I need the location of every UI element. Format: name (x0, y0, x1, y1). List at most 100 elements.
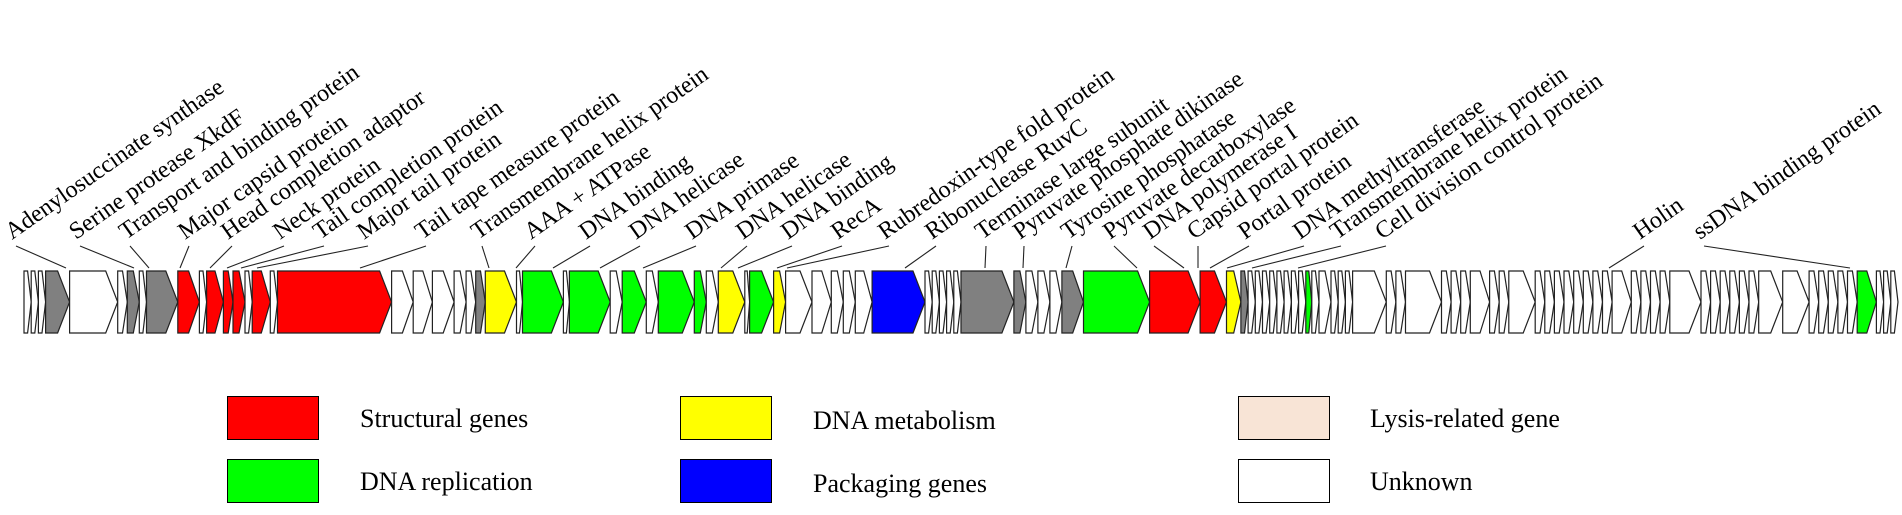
gene-arrow-unknown (1563, 270, 1575, 334)
gene-arrow-structural (232, 270, 246, 334)
gene-arrow-gray (145, 270, 179, 334)
gene-arrow-unknown (945, 270, 955, 334)
gene-arrow-unknown (465, 270, 477, 334)
gene-label-leader-line (79, 245, 135, 269)
gene-label-leader-line (240, 245, 325, 269)
gene-arrow-gray (1013, 270, 1027, 334)
gene-label-leader-line (552, 245, 591, 269)
gene-arrow-unknown (1782, 270, 1810, 334)
gene-arrow-unknown (1837, 270, 1849, 334)
gene-arrow-gray (475, 270, 486, 334)
gene-label-leader-line (1065, 245, 1073, 269)
gene-arrow-dna-replication (1856, 270, 1878, 334)
gene-arrow-unknown (1385, 270, 1397, 334)
gene-arrow-unknown (68, 270, 119, 334)
gene-arrow-unknown (1592, 270, 1604, 334)
gene-arrow-structural (177, 270, 201, 334)
gene-label: ssDNA binding protein (1689, 96, 1886, 245)
gene-arrow-unknown (784, 270, 813, 334)
gene-arrow-structural (206, 270, 225, 334)
gene-arrow-unknown (1630, 270, 1642, 334)
gene-arrow-unknown (830, 270, 844, 334)
gene-label-leader-line (481, 245, 490, 269)
gene-arrow-unknown (1758, 270, 1784, 334)
gene-arrow-unknown (515, 270, 524, 334)
gene-arrow-dna-replication (1082, 270, 1151, 334)
gene-arrow-unknown (1330, 270, 1339, 334)
legend-label-packaging: Packaging genes (813, 469, 988, 498)
gene-arrow-unknown (117, 270, 128, 334)
gene-arrow-unknown (1738, 270, 1750, 334)
gene-label-leader-line (359, 245, 427, 269)
gene-arrow-unknown (1748, 270, 1760, 334)
gene-arrow-dna-replication (748, 270, 775, 334)
gene-arrow-unknown (1640, 270, 1652, 334)
gene-label-leader-line (1113, 245, 1138, 269)
gene-label-leader-line (984, 245, 987, 269)
gene-label: Transmembrane helix protein (1326, 61, 1573, 245)
gene-arrow-unknown (1553, 270, 1565, 334)
gene-arrow-unknown (1659, 270, 1671, 334)
gene-arrow-unknown (1254, 270, 1264, 334)
gene-arrow-unknown (938, 270, 948, 334)
gene-arrow-unknown (244, 270, 253, 334)
gene-label-leader-line (599, 245, 641, 269)
gene-arrow-unknown (1404, 270, 1443, 334)
gene-label-leader-line (515, 245, 536, 269)
gene-label-leader-line (1226, 245, 1305, 269)
gene-arrow-unknown (1460, 270, 1471, 334)
legend-label-lysis: Lysis-related gene (1370, 404, 1560, 433)
gene-arrow-unknown (1276, 270, 1285, 334)
gene-arrow-unknown (138, 270, 148, 334)
gene-arrow-unknown (1269, 270, 1278, 334)
gene-arrow-dna-metabolism (772, 270, 787, 334)
gene-arrow-unknown (1344, 270, 1354, 334)
gene-arrow-unknown (1318, 270, 1332, 334)
gene-arrow-structural (276, 270, 393, 334)
gene-arrow-unknown (842, 270, 856, 334)
gene-arrow-unknown (1582, 270, 1594, 334)
gene-arrow-unknown (1508, 270, 1536, 334)
gene-arrow-unknown (1037, 270, 1051, 334)
gene-arrow-gray (1240, 270, 1249, 334)
gene-arrow-unknown (1827, 270, 1839, 334)
gene-arrow-unknown (1709, 270, 1721, 334)
gene-label-leader-line (129, 245, 150, 269)
gene-label-leader-line (209, 245, 233, 269)
gene-arrow-unknown (1049, 270, 1063, 334)
gene-label-leader-line (179, 245, 190, 269)
gene-arrow-dna-replication (657, 270, 695, 334)
gene-arrow-unknown (1311, 270, 1320, 334)
legend-swatch-dna-replication (227, 459, 319, 503)
gene-label-leader-line (1251, 245, 1342, 269)
gene-arrow-unknown (1846, 270, 1858, 334)
gene-arrow-unknown (705, 270, 719, 334)
gene-label-leader-line (256, 245, 369, 269)
gene-arrow-gray (44, 270, 71, 334)
gene-arrow-gray (1061, 270, 1085, 334)
gene-arrow-unknown (1601, 270, 1613, 334)
gene-arrow-unknown (609, 270, 623, 334)
gene-arrow-unknown (1875, 270, 1885, 334)
legend-swatch-dna-metabolism (680, 396, 772, 440)
gene-label-leader-line (642, 245, 697, 269)
gene-arrow-unknown (431, 270, 455, 334)
gene-arrow-dna-replication (1305, 270, 1313, 334)
gene-label-leader-line (1153, 245, 1185, 269)
gene-arrow-unknown (1700, 270, 1712, 334)
gene-arrow-gray (960, 270, 1015, 334)
gene-arrow-unknown (412, 270, 434, 334)
gene-label: Holin (1629, 192, 1689, 245)
gene-arrow-unknown (23, 270, 32, 334)
gene-arrow-unknown (1488, 270, 1500, 334)
gene-arrow-unknown (854, 270, 873, 334)
gene-label-leader-line (904, 245, 937, 269)
gene-arrow-gray (126, 270, 140, 334)
gene-label-leader-line (776, 245, 843, 269)
gene-arrow-unknown (1729, 270, 1741, 334)
gene-arrow-unknown (953, 270, 962, 334)
gene-arrow-unknown (1818, 270, 1829, 334)
legend-label-structural: Structural genes (360, 404, 529, 433)
legend-swatch-lysis (1238, 396, 1330, 440)
